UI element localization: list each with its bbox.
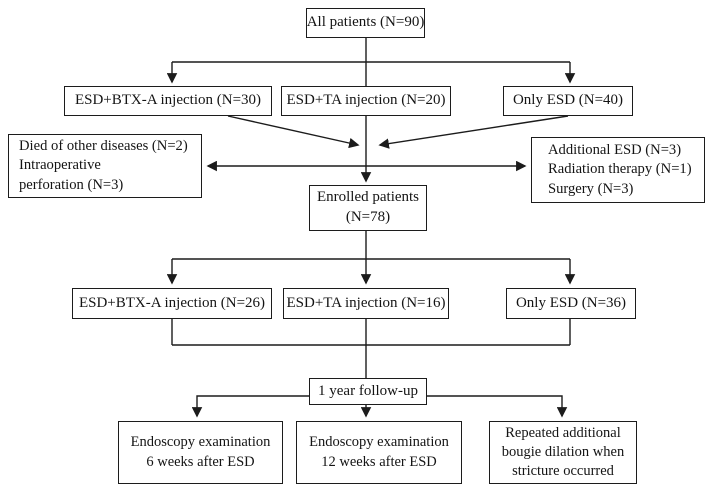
box-arm2-only-esd: Only ESD (N=36) [506, 288, 636, 319]
box-label-line: Additional ESD (N=3) [548, 142, 682, 159]
connector-outcome-right-arrow [427, 395, 568, 418]
box-arm1-esd-btx-injection: ESD+BTX-A injection (N=30) [64, 86, 272, 116]
box-enrolled-patients: Enrolled patients (N=78) [309, 185, 427, 231]
box-arm1-only-esd: Only ESD (N=40) [503, 86, 633, 116]
box-label: All patients (N=90) [306, 14, 425, 31]
connector-diagonal-right-arrow [378, 115, 569, 149]
connector-outcome-left-arrow [191, 395, 309, 418]
box-label: 1 year follow-up [318, 382, 418, 399]
box-label: Only ESD (N=36) [515, 294, 627, 311]
box-arm2-esd-btx-injection: ESD+BTX-A injection (N=26) [72, 288, 272, 319]
box-label-line: Radiation therapy (N=1) [548, 161, 692, 178]
box-label-line: stricture occurred [512, 463, 614, 480]
box-label-line: Surgery (N=3) [548, 180, 634, 197]
box-label: ESD+BTX-A injection (N=26) [78, 294, 266, 311]
box-outcome-endoscopy-6-weeks: Endoscopy examination 6 weeks after ESD [118, 421, 283, 484]
box-label-line: (N=78) [345, 209, 391, 225]
box-label-line: Repeated additional [505, 424, 621, 441]
box-outcome-bougie-dilation: Repeated additional bougie dilation when… [489, 421, 637, 484]
box-excluded-died-perforation: Died of other diseases (N=2) Intraoperat… [8, 134, 202, 198]
box-label-line: Intraoperative [19, 157, 101, 174]
box-label: Only ESD (N=40) [512, 92, 624, 109]
box-label-line: 6 weeks after ESD [146, 453, 255, 470]
box-label-line: Endoscopy examination [309, 434, 449, 451]
box-all-patients: All patients (N=90) [306, 8, 425, 38]
box-label: ESD+TA injection (N=16) [286, 294, 446, 311]
box-label-line: 12 weeks after ESD [321, 453, 437, 470]
box-label: ESD+TA injection (N=20) [286, 92, 446, 109]
box-label-line: Endoscopy examination [130, 434, 271, 451]
box-excluded-additional-treatment: Additional ESD (N=3) Radiation therapy (… [531, 137, 705, 203]
connector-diagonal-left-arrow [227, 115, 360, 149]
box-one-year-followup: 1 year follow-up [309, 378, 427, 405]
box-label-line: bougie dilation when [501, 443, 625, 460]
box-outcome-endoscopy-12-weeks: Endoscopy examination 12 weeks after ESD [296, 421, 462, 484]
box-arm1-esd-ta-injection: ESD+TA injection (N=20) [281, 86, 451, 116]
box-label-line: Died of other diseases (N=2) [19, 138, 188, 155]
box-label-line: perforation (N=3) [19, 176, 124, 193]
box-label-line: Enrolled patients [316, 189, 420, 206]
box-label: ESD+BTX-A injection (N=30) [74, 92, 262, 109]
box-arm2-esd-ta-injection: ESD+TA injection (N=16) [283, 288, 449, 319]
